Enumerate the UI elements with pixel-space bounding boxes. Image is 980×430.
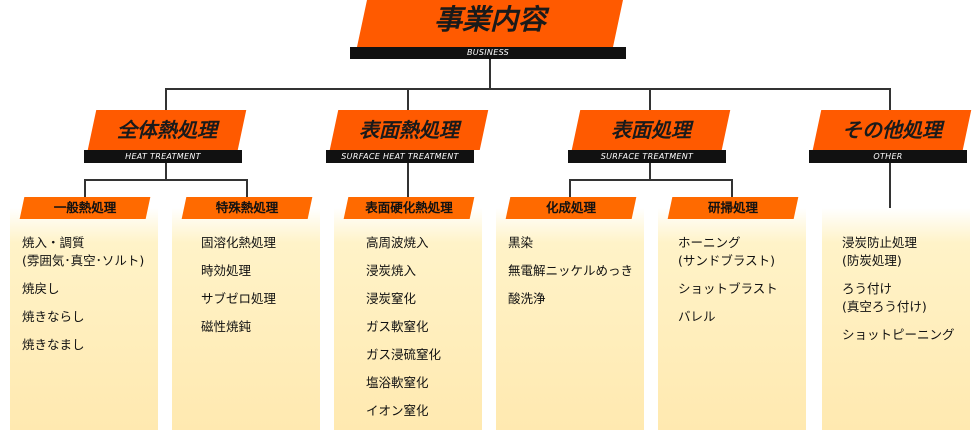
group-box-other [822,208,970,430]
list-item: 塩浴軟窒化 [366,375,429,390]
list-item: バレル [678,309,716,324]
list-item: 固溶化熱処理 [201,235,277,250]
list-item: 焼入・調質 (雰囲気･真空･ソルト) [22,235,145,268]
connector-cat-0-horizontal [84,179,248,181]
list-item: 黒染 [508,235,534,250]
category-title-other: その他処理 [842,118,942,142]
list-item: 焼戻し [22,281,60,296]
list-item: 時効処理 [201,263,252,278]
list-item: ガス軟窒化 [366,319,429,334]
category-subtitle: OTHER [809,150,967,163]
list-item: イオン窒化 [366,403,429,418]
list-item: 磁性焼鈍 [201,319,252,334]
list-item: 無電解ニッケルめっき [508,263,634,278]
category-title-surface-treatment: 表面処理 [611,118,691,142]
group-box-blasting [658,208,806,430]
connector-group-2-1 [731,179,733,197]
list-item: サブゼロ処理 [201,291,277,306]
list-item: ショットピーニング [842,327,955,342]
page-title: 事業内容 [433,3,546,36]
list-item: 浸炭防止処理 (防炭処理) [842,235,918,268]
item-list: 浸炭防止処理 (防炭処理) ろう付け (真空ろう付け) ショットピーニング [842,234,976,354]
item-list: 高周波焼入 浸炭焼入 浸炭窒化 ガス軟窒化 ガス浸硫窒化 塩浴軟窒化 イオン窒化 [366,234,480,430]
list-item: 浸炭焼入 [366,263,417,278]
category-subtitle: SURFACE HEAT TREATMENT [326,150,474,163]
item-list: 黒染 無電解ニッケルめっき 酸洗浄 [508,234,644,318]
group-box-special-heat-treatment [172,208,320,430]
connector-cat-1-down [407,163,409,197]
group-box-chemical-conversion [496,208,644,430]
list-item: 焼きなまし [22,337,85,352]
connector-cat-1 [407,88,409,110]
connector-group-2-0 [569,179,571,197]
category-subtitle: HEAT TREATMENT [84,150,242,163]
connector-cat-2-down [649,163,651,180]
connector-cat-2-horizontal [569,179,733,181]
group-box-surface-hardening [334,208,482,430]
list-item: 浸炭窒化 [366,291,417,306]
group-label: 化成処理 [545,200,596,215]
connector-group-0-0 [84,179,86,197]
list-item: ショットブラスト [678,281,778,296]
category-title-heat-treatment: 全体熱処理 [117,118,217,142]
item-list: 焼入・調質 (雰囲気･真空･ソルト) 焼戻し 焼きならし 焼きなまし [22,234,162,364]
list-item: ガス浸硫窒化 [366,347,442,362]
item-list: 固溶化熱処理 時効処理 サブゼロ処理 磁性焼鈍 [201,234,319,346]
list-item: ろう付け (真空ろう付け) [842,281,927,314]
group-box-general-heat-treatment [10,208,158,430]
group-label: 特殊熱処理 [215,200,279,215]
connector-cat-0 [165,88,167,110]
connector-cat-3-down [889,163,891,208]
connector-root-vertical [489,59,491,89]
item-list: ホーニング (サンドブラスト) ショットブラスト バレル [678,234,804,336]
connector-cat-2 [649,88,651,110]
list-item: 高周波焼入 [366,235,429,250]
group-label: 表面硬化熱処理 [365,200,453,215]
connector-group-0-1 [246,179,248,197]
connector-cat-0-down [165,163,167,180]
connector-cat-3 [889,88,891,110]
category-subtitle: SURFACE TREATMENT [568,150,726,163]
category-title-surface-heat-treatment: 表面熱処理 [359,118,459,142]
title-subtitle: BUSINESS [350,47,626,59]
list-item: ホーニング (サンドブラスト) [678,235,776,268]
connector-main-horizontal [165,88,891,90]
list-item: 酸洗浄 [508,291,546,306]
group-label: 一般熱処理 [53,200,117,215]
list-item: 焼きならし [22,309,85,324]
group-label: 研掃処理 [707,200,758,215]
